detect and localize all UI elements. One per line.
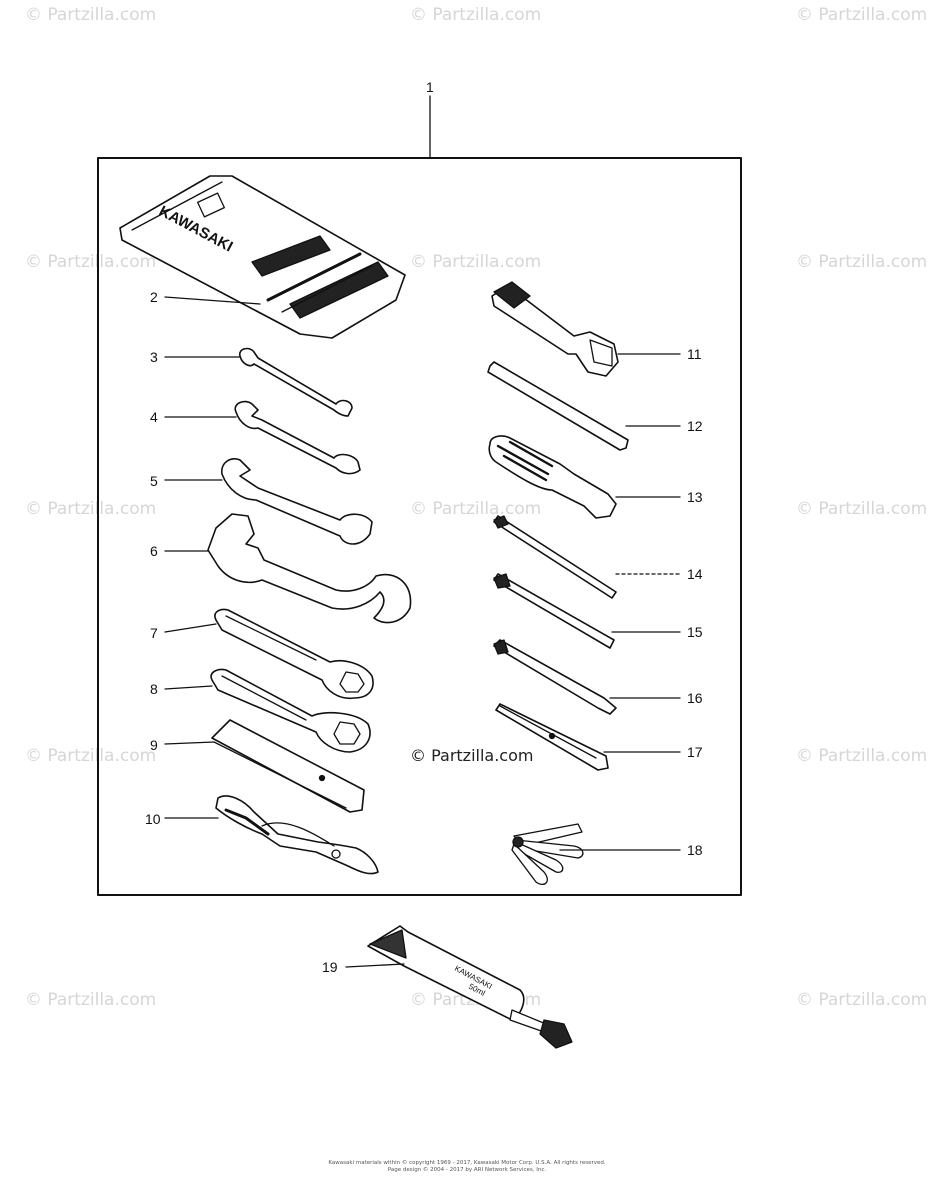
- open-end-wrench-large: [221, 458, 373, 545]
- callout-2: 2: [150, 289, 158, 305]
- callout-16: 16: [687, 690, 703, 706]
- watermark: © Partzilla.com: [410, 499, 542, 519]
- pliers: [215, 795, 379, 875]
- leader-9: [164, 741, 215, 745]
- callout-18: 18: [687, 842, 703, 858]
- watermark: © Partzilla.com: [25, 499, 157, 519]
- callout-12: 12: [687, 418, 703, 434]
- callout-7: 7: [150, 625, 158, 641]
- leader-7: [164, 623, 217, 633]
- copyright-line-1: Kawasaki materials within © copyright 19…: [328, 1160, 606, 1166]
- grease-tube: [367, 925, 573, 1049]
- hook-spanner: [207, 513, 412, 624]
- flat-bar: [211, 719, 365, 813]
- watermark: © Partzilla.com: [796, 252, 928, 272]
- watermark: © Partzilla.com: [25, 746, 157, 766]
- callout-9: 9: [150, 737, 158, 753]
- watermark: © Partzilla.com: [410, 5, 542, 25]
- callout-5: 5: [150, 473, 158, 489]
- watermark: © Partzilla.com: [410, 252, 542, 272]
- leader-19: [345, 963, 405, 968]
- copyright-line-2: Page design © 2004 - 2017 by ARI Network…: [387, 1167, 547, 1173]
- box-wrench-7: [214, 608, 374, 700]
- open-end-wrench-small: [239, 347, 353, 417]
- pouch-label: KAWASAKI: [156, 203, 235, 256]
- callout-15: 15: [687, 624, 703, 640]
- callout-10: 10: [145, 811, 161, 827]
- watermark: © Partzilla.com: [796, 990, 928, 1010]
- box-wrench-8: [210, 668, 371, 753]
- callout-19: 19: [322, 959, 338, 975]
- tool-kit-frame: [97, 157, 742, 896]
- callout-1: 1: [426, 79, 434, 95]
- watermark: © Partzilla.com: [796, 499, 928, 519]
- screwdriver-bit-14: [493, 515, 617, 599]
- callout-8: 8: [150, 681, 158, 697]
- spark-plug-wrench: [491, 281, 619, 377]
- callout-17: 17: [687, 744, 703, 760]
- screwdriver-bit-16: [493, 639, 617, 715]
- screwdriver-grip: [488, 435, 617, 519]
- leader-2: [164, 296, 261, 305]
- watermark: © Partzilla.com: [796, 5, 928, 25]
- callout-11: 11: [687, 346, 702, 362]
- callout-14: 14: [687, 566, 703, 582]
- watermark: © Partzilla.com: [25, 252, 157, 272]
- callout-13: 13: [687, 489, 703, 505]
- callout-6: 6: [150, 543, 158, 559]
- open-end-wrench-medium: [234, 400, 361, 475]
- watermark: © Partzilla.com: [796, 746, 928, 766]
- callout-3: 3: [150, 349, 158, 365]
- screwdriver-bit-15: [493, 573, 615, 649]
- watermark: © Partzilla.com: [25, 990, 157, 1010]
- watermark: © Partzilla.com: [25, 5, 157, 25]
- feeler-gauge: [511, 823, 584, 886]
- callout-4: 4: [150, 409, 158, 425]
- leader-8: [164, 685, 213, 690]
- watermark-center: © Partzilla.com: [410, 746, 534, 765]
- tommy-bar: [487, 361, 629, 451]
- screwdriver-bit-17: [495, 703, 609, 771]
- tool-pouch: [119, 175, 406, 339]
